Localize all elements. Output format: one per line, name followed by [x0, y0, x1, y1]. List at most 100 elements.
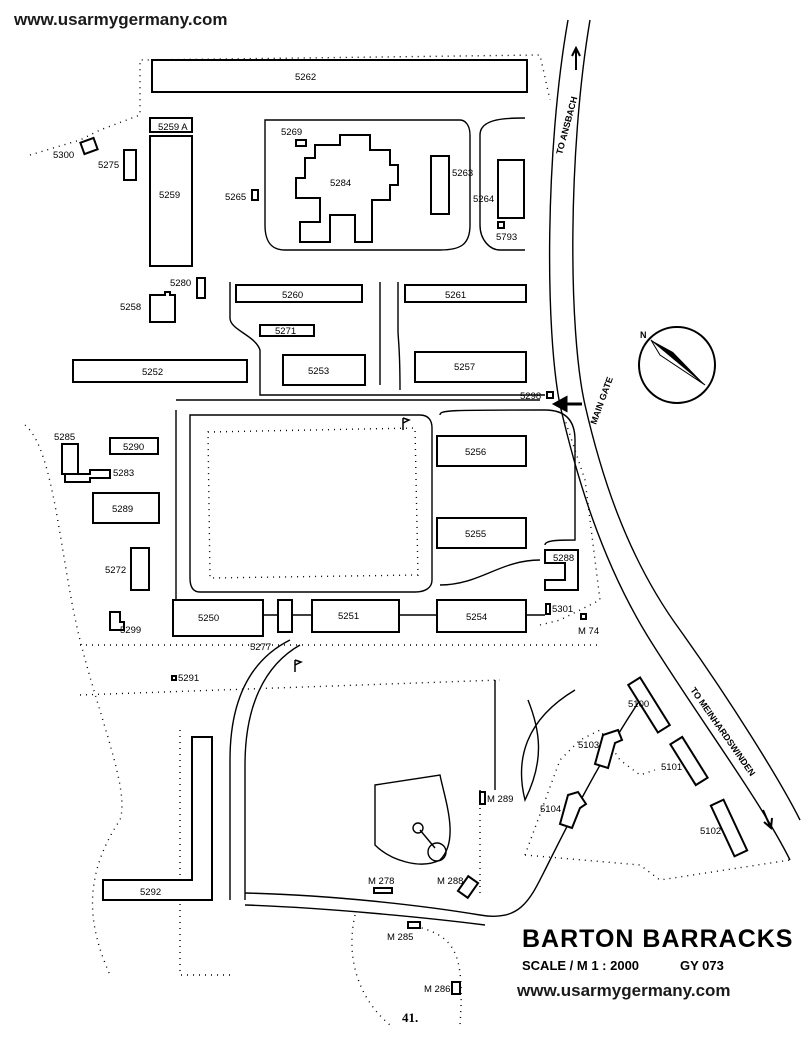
compass-north-label: N — [640, 330, 647, 340]
building-5262-label: 5262 — [295, 72, 316, 83]
south-road — [244, 699, 641, 917]
parade-ground-road — [189, 414, 433, 593]
building-5298-label: 5298 — [520, 391, 541, 402]
housing-road — [494, 680, 576, 803]
building-5299 — [109, 611, 125, 631]
building-5298 — [546, 391, 554, 399]
building-5252-label: 5252 — [142, 367, 163, 378]
building-5103 — [593, 728, 624, 770]
building-m286 — [451, 981, 461, 995]
building-5275 — [123, 149, 137, 181]
building-5252 — [72, 359, 248, 383]
building-5269-label: 5269 — [281, 127, 302, 138]
building-5257-label: 5257 — [454, 362, 475, 373]
building-5265 — [251, 189, 259, 201]
building-5269 — [295, 139, 307, 147]
building-5285 — [61, 443, 79, 475]
building-5102-label: 5102 — [700, 826, 721, 837]
inner-road — [379, 282, 401, 391]
building-5299-label: 5299 — [120, 625, 141, 636]
building-5300-label: 5300 — [53, 150, 74, 161]
main-gate-arrow-icon — [551, 395, 582, 413]
inner-road — [229, 282, 545, 396]
building-5100 — [626, 676, 672, 734]
building-5263 — [430, 155, 450, 215]
page-number: 41. — [402, 1010, 419, 1025]
building-5283-label: 5283 — [113, 468, 134, 479]
building-5288 — [544, 549, 579, 591]
perimeter-fence — [79, 644, 600, 696]
building-5253-label: 5253 — [308, 366, 329, 377]
building-5255 — [436, 517, 527, 549]
building-m285-label: M 285 — [387, 932, 413, 943]
flag-icon — [294, 659, 303, 672]
road-to-ansbach — [548, 19, 791, 861]
building-5284-label: 5284 — [330, 178, 351, 189]
building-5290 — [109, 437, 159, 455]
building-5258-label: 5258 — [120, 302, 141, 313]
building-5289 — [92, 492, 160, 524]
perimeter-fence — [351, 914, 462, 1026]
inner-road — [175, 399, 545, 616]
building-m74 — [580, 613, 587, 620]
building-5259a — [149, 117, 193, 133]
building-5290-label: 5290 — [123, 442, 144, 453]
inner-road — [439, 409, 576, 586]
building-5255-label: 5255 — [465, 529, 486, 540]
building-m289 — [479, 791, 486, 805]
perimeter-fence — [539, 419, 601, 626]
building-5288-label: 5288 — [553, 553, 574, 564]
building-5292-label: 5292 — [140, 887, 161, 898]
building-5103-label: 5103 — [578, 740, 599, 751]
building-5271-label: 5271 — [275, 326, 296, 337]
building-5264-label: 5264 — [473, 194, 494, 205]
building-5259 — [149, 135, 193, 267]
ball-field-base — [412, 822, 424, 834]
building-5264 — [497, 159, 525, 219]
ball-field-path — [419, 829, 436, 849]
building-m286-label: M 286 — [424, 984, 450, 995]
building-5101 — [668, 735, 710, 787]
building-5100-label: 5100 — [628, 699, 649, 710]
building-5102 — [709, 798, 749, 858]
road-to-ansbach-edge — [572, 19, 801, 821]
building-5258 — [149, 291, 176, 323]
map-sheet-id: GY 073 — [680, 958, 724, 973]
building-5251 — [311, 599, 400, 633]
parade-ground-fence — [207, 427, 419, 579]
inner-road — [264, 119, 471, 251]
building-5275-label: 5275 — [98, 160, 119, 171]
building-5257 — [414, 351, 527, 383]
building-5271 — [259, 324, 315, 337]
building-5291-label: 5291 — [178, 673, 199, 684]
ball-field-mound — [427, 842, 447, 862]
building-5292 — [102, 736, 213, 901]
building-5280 — [196, 277, 206, 299]
building-5104 — [558, 790, 588, 830]
building-5260-label: 5260 — [282, 290, 303, 301]
building-m288 — [456, 874, 480, 900]
road-label-main-gate: MAIN GATE — [588, 375, 614, 425]
building-5277 — [277, 599, 293, 633]
building-5261-label: 5261 — [445, 290, 466, 301]
flag-icon — [402, 417, 411, 430]
map-scale: SCALE / M 1 : 2000 — [522, 958, 640, 973]
building-5254 — [436, 599, 527, 633]
building-5272 — [130, 547, 150, 591]
building-5300 — [79, 136, 99, 156]
building-5289-label: 5289 — [112, 504, 133, 515]
building-5262 — [151, 59, 528, 93]
building-m74-label: M 74 — [578, 626, 599, 637]
building-5277-label: 5277 — [250, 642, 271, 653]
building-5280-label: 5280 — [170, 278, 191, 289]
arrow-up-icon — [571, 45, 581, 70]
arrow-down-icon — [762, 809, 773, 831]
building-5291 — [171, 675, 177, 681]
building-5793-label: 5793 — [496, 232, 517, 243]
building-m278-label: M 278 — [368, 876, 394, 887]
building-5250-label: 5250 — [198, 613, 219, 624]
building-m288-label: M 288 — [437, 876, 463, 887]
building-5253 — [282, 354, 366, 386]
header-watermark-url: www.usarmygermany.com — [14, 10, 228, 29]
